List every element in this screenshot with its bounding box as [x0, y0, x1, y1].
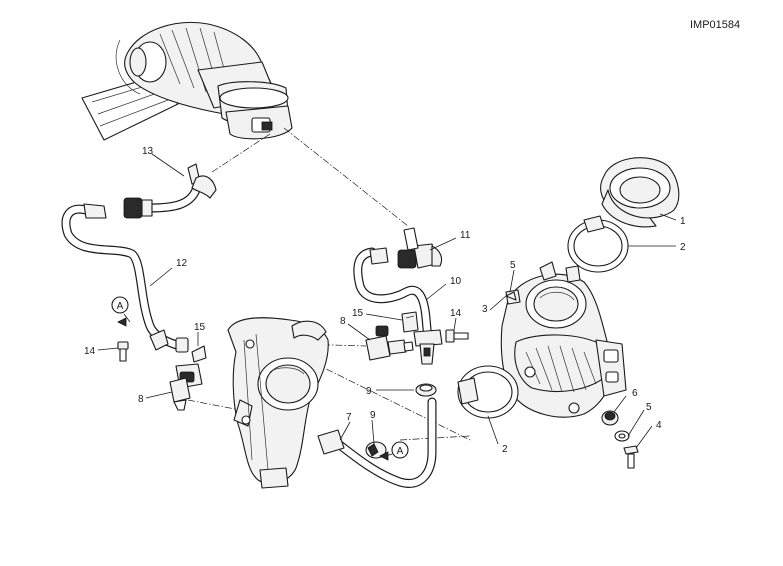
screw-5-top	[505, 291, 517, 301]
connection-line-throttle	[303, 357, 471, 441]
intake-manifold	[227, 317, 329, 489]
reference-marker-a-bottom: A	[379, 441, 409, 461]
fuel-hose-10	[353, 247, 433, 345]
callout-4: 4	[656, 420, 662, 431]
callout-14-left: 14	[84, 346, 96, 357]
reference-marker-a-left: A	[111, 296, 131, 327]
reference-marker-a-bottom-label: A	[397, 446, 404, 457]
callout-5-top: 5	[510, 260, 516, 271]
hose-clamp-2-top	[567, 215, 629, 273]
fuel-line-12	[61, 203, 189, 353]
callout-9-center: 9	[366, 386, 372, 397]
drawing-id: IMP01584	[690, 19, 740, 31]
callout-15-left: 15	[194, 322, 206, 333]
callout-labels: 1 2 2 3 4 5 5 6 7 8 8 9 9 10 11 12 13 14…	[84, 146, 686, 455]
callout-1: 1	[680, 216, 686, 227]
reference-marker-a-left-label: A	[117, 301, 124, 312]
connection-line-pump-to-fuel-line	[211, 133, 271, 173]
leader-lines	[97, 153, 677, 449]
callout-3: 3	[482, 304, 488, 315]
connection-line-pump-to-hose	[283, 127, 409, 227]
intake-funnel-1	[600, 157, 680, 228]
clamp-9-bottom	[365, 441, 387, 459]
callout-13: 13	[142, 146, 154, 157]
clip-15-center	[401, 311, 419, 333]
callout-2-clamp-top: 2	[680, 242, 686, 253]
throttle-body	[500, 261, 627, 418]
bolt-4	[623, 445, 639, 469]
callout-9-bottom: 9	[370, 410, 376, 421]
screw-14-center	[445, 329, 469, 343]
injector-8-center	[365, 325, 414, 361]
washer-5	[614, 430, 630, 442]
injector-8-left	[169, 363, 203, 411]
callout-14-center: 14	[450, 308, 462, 319]
callout-5-bottom: 5	[646, 402, 652, 413]
callout-10: 10	[450, 276, 462, 287]
connection-line-injector	[187, 399, 241, 411]
washer-6	[601, 410, 619, 426]
callout-12: 12	[176, 258, 188, 269]
callout-6: 6	[632, 388, 638, 399]
screw-14-left	[117, 341, 129, 362]
callout-8-center: 8	[340, 316, 346, 327]
vent-hose-7	[317, 397, 437, 488]
hose-clamp-2-bottom	[457, 365, 519, 419]
clip-15-left	[191, 345, 207, 363]
fuel-line-13	[123, 163, 217, 219]
callout-15-center: 15	[352, 308, 364, 319]
fuel-pump-assembly	[81, 21, 293, 141]
callout-11: 11	[460, 230, 471, 241]
callout-8-left: 8	[138, 394, 144, 405]
clamp-9-center	[415, 383, 437, 397]
callout-2-clamp-bottom: 2	[502, 444, 508, 455]
callout-7: 7	[346, 412, 352, 423]
connection-line-8	[297, 343, 367, 347]
t-fitting	[413, 329, 443, 365]
